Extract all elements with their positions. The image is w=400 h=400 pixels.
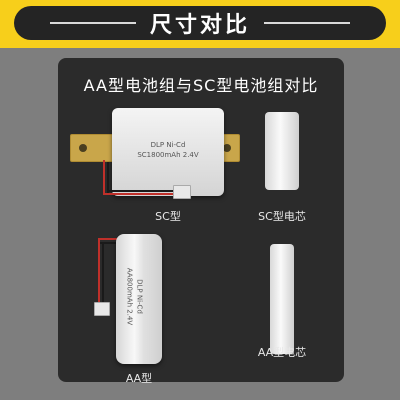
title-line-left <box>49 22 136 24</box>
top-banner: 尺寸对比 <box>0 0 400 48</box>
aa-connector <box>94 302 110 316</box>
sc-cell-image <box>265 112 299 190</box>
aa-wire-red <box>98 238 100 302</box>
sc-wire-black-run <box>107 190 175 192</box>
page-title: 尺寸对比 <box>149 13 250 38</box>
title-line-right <box>264 22 350 24</box>
title-pill: 尺寸对比 <box>14 6 386 40</box>
aa-wire-black <box>102 242 104 304</box>
panel-title: AA型电池组与SC型电池组对比 <box>83 76 319 95</box>
aa-cell-image <box>270 244 294 354</box>
sc-pack-brand: DLP Ni-Cd <box>150 141 186 149</box>
aa-pack-spec: AA800mAh 2.4V <box>125 267 134 326</box>
sc-wire-red <box>103 160 105 194</box>
bracket-hole-left <box>79 144 87 152</box>
sc-wire-black <box>107 162 109 194</box>
aa-wire-red-top <box>98 238 118 240</box>
sc-battery-pack: DLP Ni-Cd SC1800mAh 2.4V <box>112 108 224 196</box>
aa-pack-caption: AA型 <box>125 372 153 385</box>
bracket-hole-right <box>223 144 231 152</box>
sc-pack-spec: SC1800mAh 2.4V <box>137 151 199 159</box>
sc-connector <box>173 185 191 199</box>
aa-pack-brand: DLP Ni-Cd <box>135 279 144 314</box>
aa-wire-black-top <box>100 242 118 244</box>
aa-cell-caption: AA型电芯 <box>257 346 307 359</box>
aa-battery-pack: DLP Ni-Cd AA800mAh 2.4V <box>116 234 162 364</box>
sc-pack-caption: SC型 <box>155 210 181 223</box>
sc-cell-caption: SC型电芯 <box>258 210 306 223</box>
sc-wire-red-run <box>103 193 175 195</box>
